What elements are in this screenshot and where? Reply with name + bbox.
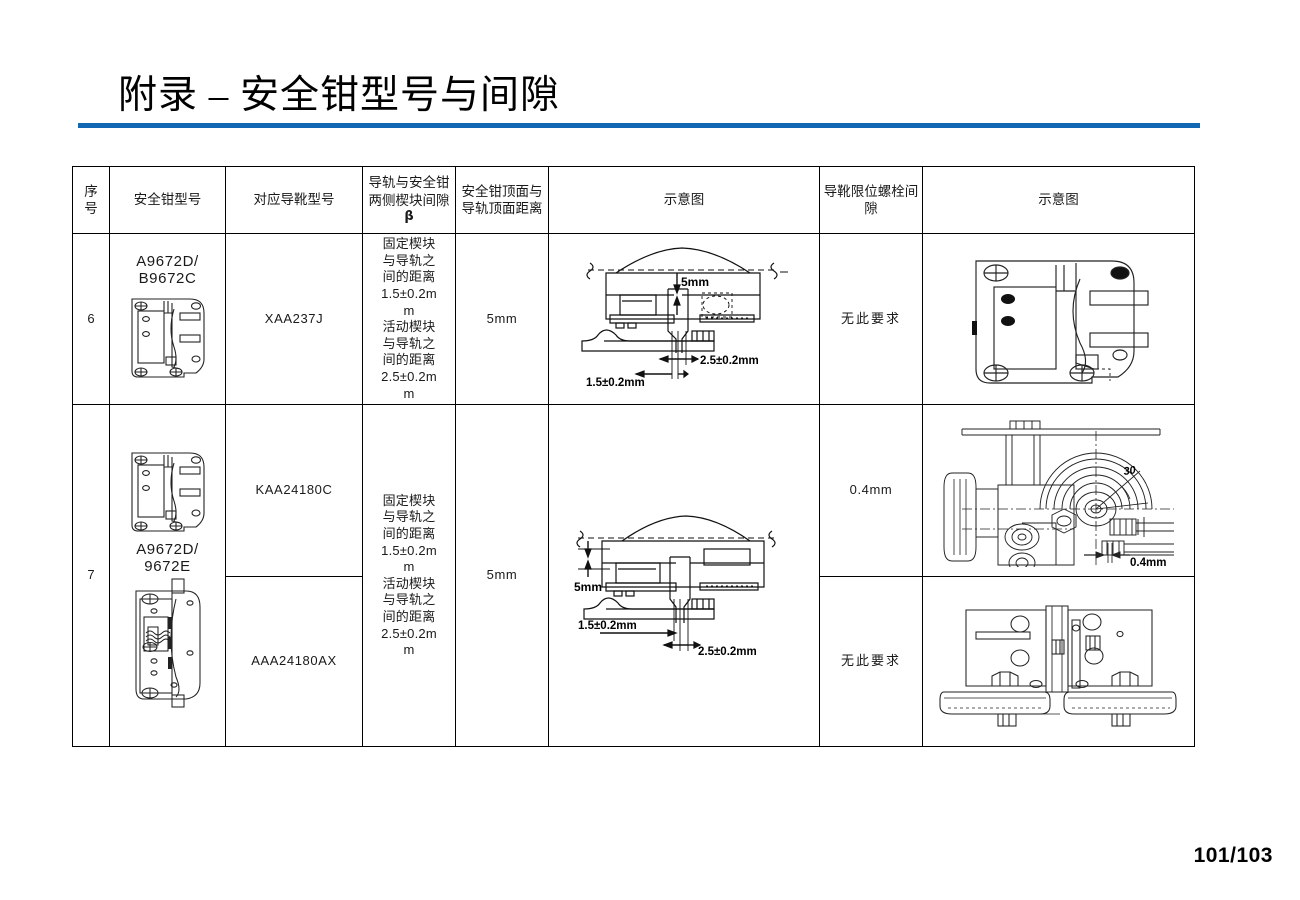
header-shoe-model: 对应导靴型号 [225, 166, 363, 234]
row-6-gear-model-stack: A9672D/ B9672C [112, 253, 223, 386]
wedge-gap-line: 间的距离 [382, 525, 436, 541]
row-6-diagram-2-cell [922, 232, 1195, 406]
page-number: 101/103 [1193, 844, 1273, 867]
row-6-shoe-model: XAA237J [225, 232, 363, 406]
row-7-diagram-1-cell: 5mm 1.5±0.2mm 2.5±0.2mm [548, 404, 820, 748]
diagram-label-left: 1.5±0.2mm [578, 620, 637, 632]
guide-shoe-assembly-diagram-icon: 30 0.4mm [943, 420, 1174, 567]
wedge-gap-line: m [403, 559, 415, 575]
header-wedge-gap: 导轨与安全钳两侧楔块间隙 β [362, 166, 456, 234]
page-title: 附录 – 安全钳型号与间隙 [118, 74, 561, 117]
safety-gear-tall-thumbnail-icon [134, 578, 201, 708]
header-gear-model-label: 安全钳型号 [133, 192, 202, 208]
wedge-gap-line: 间的距离 [382, 609, 436, 624]
row-7-bolt-gap-2: 无此要求 [819, 576, 923, 748]
wedge-gap-line: m [403, 302, 415, 318]
header-diagram-1-label: 示意图 [663, 192, 705, 208]
wedge-gap-line: 2.5±0.2m [381, 625, 437, 641]
header-diagram-2-label: 示意图 [1038, 192, 1079, 208]
table-row: AAA24180AX 无此要求 [73, 576, 1195, 748]
wedge-gap-line: 1.5±0.2m [381, 542, 437, 558]
wedge-gap-line: 固定楔块 [382, 492, 436, 508]
header-diagram-2: 示意图 [922, 166, 1195, 234]
row-7-shoe-model-1: KAA24180C [225, 404, 363, 578]
table-row: 6 A9672D/ B9672C [72, 232, 1195, 406]
wedge-gap-line: 与导轨之 [382, 335, 436, 351]
wedge-gap-line: 与导轨之 [382, 592, 436, 608]
row-6-wedge-gap: 固定楔块 与导轨之 间的距离 1.5±0.2m m 活动楔块 与导轨之 间的距离… [362, 232, 456, 406]
row-7-gear-model-label: A9672D/ 9672E [136, 540, 199, 575]
safety-gear-thumbnail-icon [130, 298, 205, 378]
rail-bracket-assembly-diagram-icon [938, 605, 1177, 727]
wedge-gap-line: 1.5±0.2m [381, 285, 437, 301]
wedge-gap-line: m [403, 642, 415, 658]
header-bolt-gap: 导靴限位螺栓间隙 [819, 166, 923, 234]
row-7-gear-model-stack: A9672D/ 9672E [112, 443, 223, 710]
diagram-label-left: 1.5±0.2mm [586, 377, 645, 389]
header-top-distance: 安全钳顶面与导轨顶面距离 [455, 166, 549, 234]
wedge-gap-line: 活动楔块 [382, 319, 436, 335]
header-wedge-gap-label: 导轨与安全钳两侧楔块间隙 [368, 175, 450, 208]
wedge-gap-line: 2.5±0.2m [381, 369, 437, 384]
header-diagram-1: 示意图 [548, 166, 820, 234]
header-top-distance-label: 安全钳顶面与导轨顶面距离 [461, 183, 543, 216]
spec-table-container: 序 号 安全钳型号 对应导靴型号 导轨与安全钳两侧楔块间隙 β 安全钳顶面与导轨… [72, 166, 1195, 748]
diagram-label-vertical: 5mm [681, 275, 709, 289]
row-6-gear-model-cell: A9672D/ B9672C [109, 232, 226, 406]
wedge-gap-line: 固定楔块 [382, 236, 436, 251]
row-7-gear-model-cell: A9672D/ 9672E [109, 404, 226, 748]
row-7-wedge-gap: 固定楔块 与导轨之 间的距离 1.5±0.2m m 活动楔块 与导轨之 间的距离… [362, 404, 456, 748]
diagram-dimension-label: 0.4mm [1130, 557, 1166, 567]
header-seq-label: 序 号 [84, 183, 98, 216]
safety-gear-thumbnail-icon [130, 451, 205, 532]
row-7-top-distance: 5mm [455, 404, 549, 748]
wedge-gap-line: 与导轨之 [382, 252, 436, 268]
wedge-gap-line: 活动楔块 [382, 575, 436, 591]
header-wedge-gap-symbol: β [404, 208, 414, 224]
safety-gear-clearance-diagram-icon: 5mm 1.5±0.2mm 2.5±0.2mm [574, 515, 776, 658]
wedge-gap-line: 间的距离 [382, 269, 436, 285]
safety-gear-clearance-diagram-icon: 5mm 2.5±0.2mm 1.5±0.2mm [581, 247, 788, 389]
row-6-gear-model-label: A9672D/ B9672C [136, 252, 199, 288]
row-6-seq: 6 [72, 232, 110, 406]
row-7-seq: 7 [72, 404, 110, 748]
row-7-diagram-2-cell-top: 30 0.4mm [922, 404, 1195, 578]
row-6-top-distance: 5mm [455, 232, 549, 406]
table-header-row: 序 号 安全钳型号 对应导靴型号 导轨与安全钳两侧楔块间隙 β 安全钳顶面与导轨… [72, 166, 1195, 234]
row-6-bolt-gap: 无此要求 [819, 232, 923, 406]
diagram-angle-label: 30 [1122, 464, 1137, 478]
wedge-gap-line: m [403, 385, 415, 401]
diagram-label-vertical: 5mm [574, 580, 602, 594]
row-7-shoe-model-2: AAA24180AX [225, 576, 363, 748]
diagram-label-right: 2.5±0.2mm [698, 646, 757, 658]
safety-gear-plan-view-diagram-icon [971, 260, 1149, 384]
wedge-gap-line: 与导轨之 [382, 509, 436, 525]
diagram-label-right: 2.5±0.2mm [700, 355, 759, 367]
header-seq: 序 号 [72, 166, 110, 234]
table-row: 7 [72, 404, 1195, 748]
row-7-bolt-gap-1: 0.4mm [819, 404, 923, 578]
header-bolt-gap-label: 导靴限位螺栓间隙 [823, 183, 919, 216]
row-7-diagram-2-cell-bottom [922, 576, 1195, 748]
title-underline-rule [78, 123, 1200, 128]
safety-gear-spec-table: 序 号 安全钳型号 对应导靴型号 导轨与安全钳两侧楔块间隙 β 安全钳顶面与导轨… [72, 166, 1195, 748]
row-6-diagram-1-cell: 5mm 2.5±0.2mm 1.5±0.2mm [548, 232, 820, 406]
wedge-gap-line: 间的距离 [382, 352, 436, 368]
header-gear-model: 安全钳型号 [109, 166, 226, 234]
header-shoe-model-label: 对应导靴型号 [253, 192, 335, 208]
